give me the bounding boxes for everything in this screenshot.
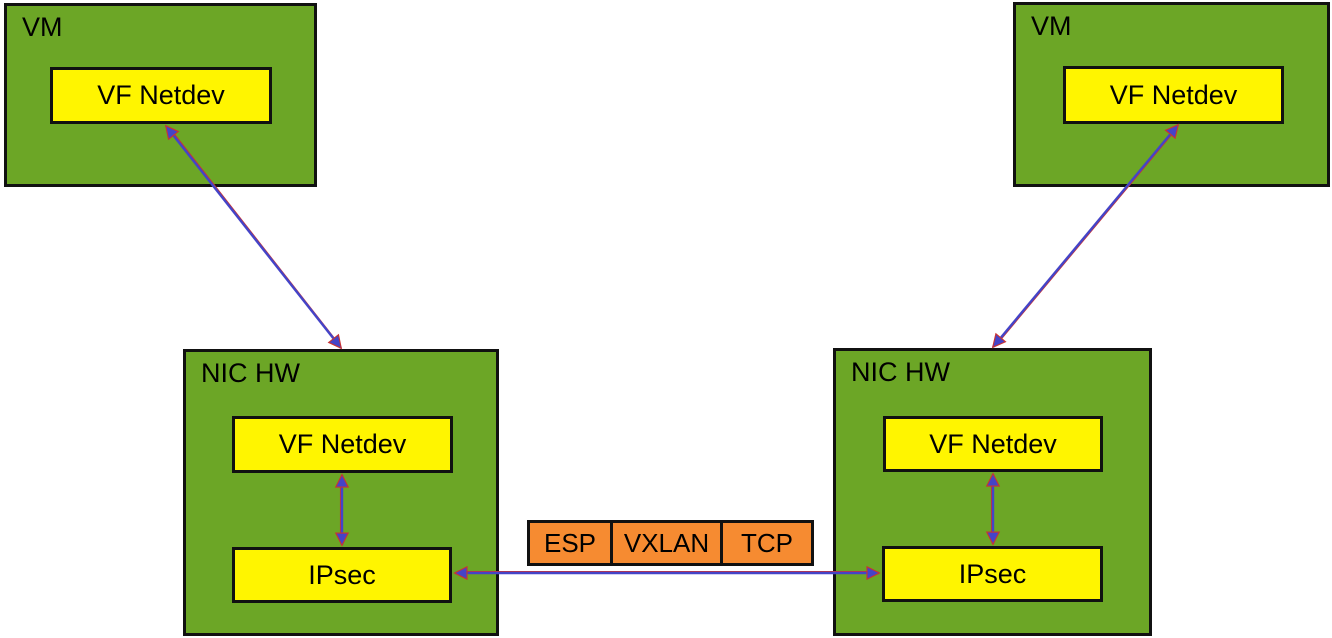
vf-netdev-box-vm-right: VF Netdev <box>1063 66 1284 124</box>
arrow-ipsec-ipsec <box>453 565 881 581</box>
tcp-label: TCP <box>741 527 793 558</box>
ipsec-right-label: IPsec <box>958 558 1027 589</box>
ipsec-box-left: IPsec <box>232 547 452 603</box>
packet-segment-vxlan: VXLAN <box>610 520 723 566</box>
nic-hw-box-right: NIC HW VF Netdev IPsec <box>833 348 1152 636</box>
vm-box-right: VM VF Netdev <box>1013 2 1330 187</box>
vm-box-left: VM VF Netdev <box>4 3 317 187</box>
vf-netdev-nic-right-label: VF Netdev <box>929 428 1057 459</box>
nic-hw-box-left: NIC HW VF Netdev IPsec <box>183 349 499 636</box>
packet-segment-esp: ESP <box>527 520 613 566</box>
vf-netdev-nic-left-label: VF Netdev <box>278 429 407 459</box>
vf-netdev-box-nic-left: VF Netdev <box>232 416 453 473</box>
vm-right-label: VM <box>1031 11 1072 41</box>
vf-netdev-box-vm-left: VF Netdev <box>50 67 272 124</box>
ipsec-box-right: IPsec <box>882 546 1103 602</box>
vf-netdev-box-nic-right: VF Netdev <box>883 416 1103 472</box>
vf-netdev-vm-right-label: VF Netdev <box>1109 79 1238 110</box>
packet-header: ESP VXLAN TCP <box>527 520 814 566</box>
vxlan-label: VXLAN <box>623 527 710 558</box>
vf-netdev-vm-left-label: VF Netdev <box>97 80 225 110</box>
nic-hw-left-label: NIC HW <box>201 358 300 388</box>
esp-label: ESP <box>543 527 597 558</box>
ipsec-left-label: IPsec <box>308 559 376 590</box>
nic-hw-right-label: NIC HW <box>851 357 950 387</box>
vm-left-label: VM <box>22 12 63 42</box>
packet-segment-tcp: TCP <box>720 520 814 566</box>
